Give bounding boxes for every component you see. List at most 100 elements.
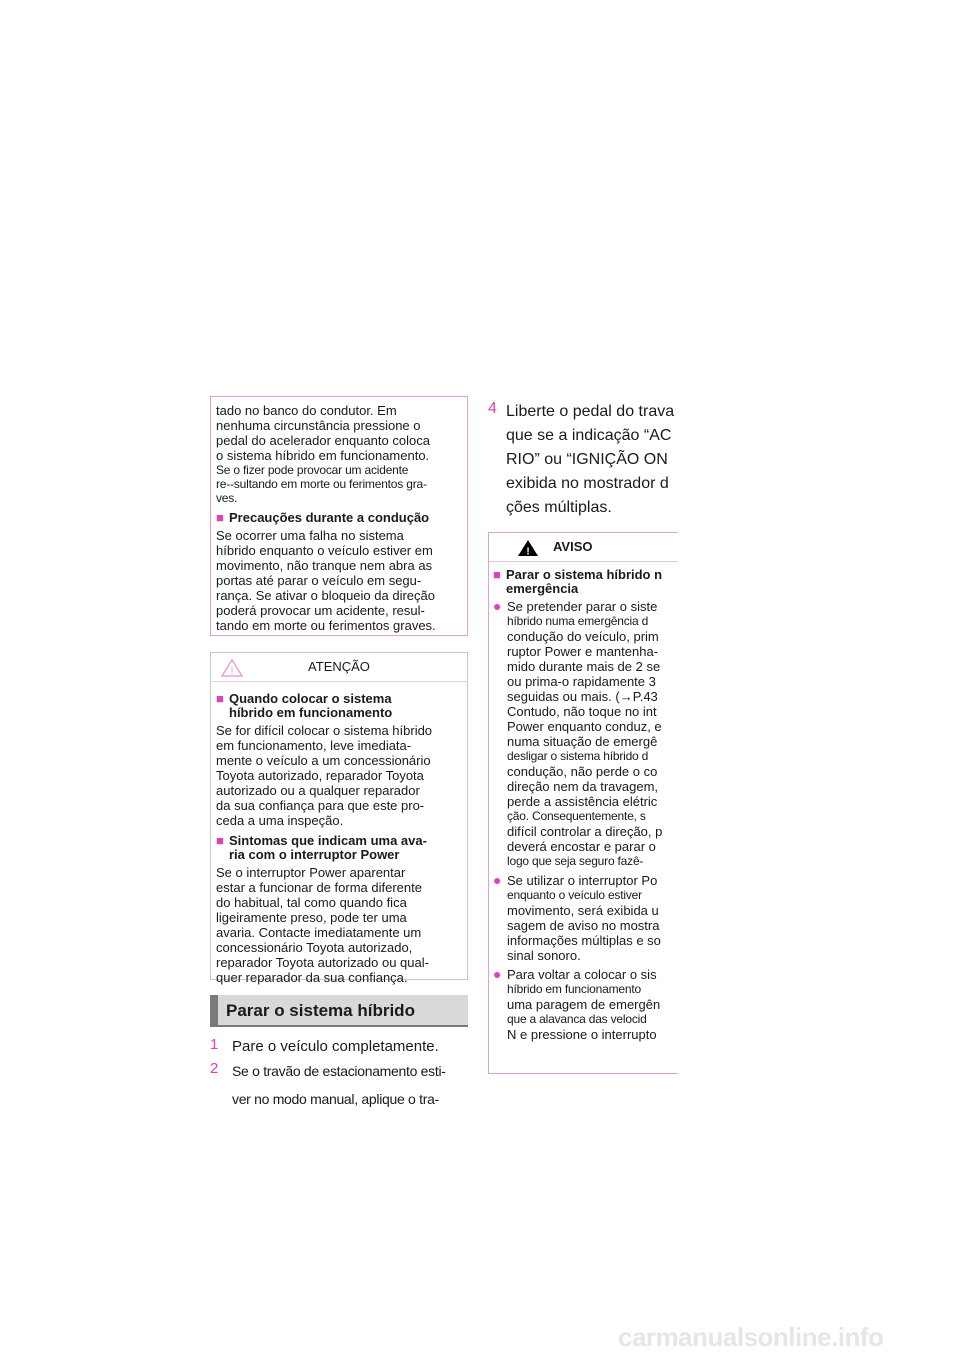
svg-text:!: ! (526, 547, 529, 558)
warning-line: desligar o sistema híbrido d (507, 749, 649, 763)
continued-line: re--sultando em morte ou ferimentos gra- (216, 477, 427, 491)
step-line: RIO” ou “IGNIÇÃO ON (506, 451, 668, 468)
caution-triangle-icon: ! (220, 658, 244, 687)
warning-line: sagem de aviso no mostra (507, 918, 660, 933)
square-bullet-icon: ■ (216, 691, 224, 706)
step-1: 1 Pare o veículo completamente. (210, 1036, 468, 1058)
continued-line: tado no banco do condutor. Em (216, 403, 397, 418)
warning-line: numa situação de emergê (507, 734, 658, 749)
driving-precautions-heading: ■ Precauções durante a condução (216, 510, 430, 525)
warning-line: ruptor Power e mantenha- (507, 644, 659, 659)
steps-list: 1 Pare o veículo completamente. 2 Se o trav… (210, 1036, 468, 1112)
step-line: que se a indicação “AC (506, 427, 672, 444)
step-line: exibida no mostrador d (506, 475, 669, 492)
step-4-text: Liberte o pedal do trava que se a indicaç… (506, 400, 674, 520)
step-line: Pare o veículo completamente. (232, 1038, 439, 1055)
warning-line: deverá encostar e parar o (507, 839, 656, 854)
warning-line: ou prima-o rapidamente 3 (507, 674, 656, 689)
precaution-line: movimento, não tranque nem abra as (216, 558, 433, 573)
attention-line: avaria. Contacte imediatamente um (216, 925, 422, 940)
warning-line: condução, não perde o co (507, 764, 658, 779)
warning-line: uma paragem de emergên (507, 997, 661, 1012)
attention-line: mente o veículo a um concessionário (216, 753, 431, 768)
warning-line: difícil controlar a direção, p (507, 824, 663, 839)
attention-line: em funcionamento, leve imediata- (216, 738, 412, 753)
attention-line: da sua confiança para que este pro- (216, 798, 425, 813)
heading-line: híbrido em funcionamento (229, 705, 393, 720)
warning-line: logo que seja seguro fazê- (507, 854, 644, 868)
circle-bullet-icon: ● (493, 966, 502, 982)
continued-line: pedal do acelerador enquanto coloca (216, 433, 430, 448)
warning-line: enquanto o veículo estiver (507, 888, 642, 902)
attention-section-heading: ■ Sintomas que indicam uma ava-ria com o … (216, 834, 462, 862)
warning-line: híbrido numa emergência d (507, 614, 649, 628)
warning-line: N e pressione o interrupto (507, 1027, 657, 1042)
heading-line: Parar o sistema híbrido n (506, 567, 663, 582)
step-line: Liberte o pedal do trava (506, 403, 675, 420)
warning-title: AVISO (553, 539, 593, 554)
warning-line: perde a assistência elétric (507, 794, 658, 809)
continued-line: o sistema híbrido em funcionamento. (216, 448, 430, 463)
continued-line: Se o fizer pode provocar um acidente (216, 463, 409, 477)
heading-line: Quando colocar o sistema (229, 691, 392, 706)
warning-line: Para voltar a colocar o sis (507, 967, 657, 982)
warning-line: Power enquanto conduz, e (507, 719, 662, 734)
step-number: 1 (210, 1036, 219, 1053)
warning-line: informações múltiplas e so (507, 933, 661, 948)
circle-bullet-icon: ● (493, 872, 502, 888)
step-4: 4 Liberte o pedal do trava que se a indic… (488, 400, 678, 520)
warning-triangle-icon: ! (517, 539, 539, 567)
attention-line: Se for difícil colocar o sistema híbrido (216, 723, 433, 738)
right-column: 4 Liberte o pedal do trava que se a indic… (488, 396, 678, 1074)
attention-line: estar a funcionar de forma diferente (216, 880, 422, 895)
step-line: ver no modo manual, aplique o tra- (232, 1091, 439, 1107)
heading-line: emergência (506, 581, 579, 596)
warning-line: mido durante mais de 2 se (507, 659, 661, 674)
precaution-line: poderá provocar um acidente, resul- (216, 603, 425, 618)
watermark: carmanualsonline.info (618, 1322, 884, 1352)
step-number: 2 (210, 1060, 219, 1077)
precaution-line: tando em morte ou ferimentos graves. (216, 618, 436, 633)
precaution-line: portas até parar o veículo em segu- (216, 573, 422, 588)
section-title: Parar o sistema híbrido (210, 995, 468, 1027)
heading-line: Sintomas que indicam uma ava- (229, 833, 427, 848)
warning-line: sinal sonoro. (507, 948, 581, 963)
warning-header: ! AVISO (489, 533, 678, 562)
attention-line: concessionário Toyota autorizado, (216, 940, 413, 955)
step-2: 2 Se o travão de estacionamento esti-ver … (210, 1060, 468, 1110)
attention-title: ATENÇÃO (308, 659, 370, 674)
warning-line: movimento, será exibida u (507, 903, 659, 918)
precaution-line: Se ocorrer uma falha no sistema (216, 528, 404, 543)
step-line: Se o travão de estacionamento esti- (232, 1063, 446, 1079)
circle-bullet-icon: ● (493, 598, 502, 614)
warning-line: Se utilizar o interruptor Po (507, 873, 658, 888)
heading-line: ria com o interruptor Power (229, 847, 400, 862)
step-number: 4 (488, 400, 497, 417)
precaution-line: híbrido enquanto o veículo estiver em (216, 543, 433, 558)
warning-line: que a alavanca das velocid (507, 1012, 647, 1026)
attention-line: ceda a uma inspeção. (216, 813, 344, 828)
square-bullet-icon: ■ (216, 833, 224, 848)
warning-line: ção. Consequentemente, s (507, 809, 646, 823)
attention-line: Toyota autorizado, reparador Toyota (216, 768, 424, 783)
square-bullet-icon: ■ (216, 510, 224, 525)
attention-line: quer reparador da sua confiança. (216, 970, 408, 985)
precaution-line: rança. Se ativar o bloqueio da direção (216, 588, 435, 603)
step-line: ções múltiplas. (506, 499, 612, 516)
continued-line: nenhuma circunstância pressione o (216, 418, 421, 433)
square-bullet-icon: ■ (493, 567, 501, 582)
warning-line: híbrido em funcionamento (507, 982, 641, 996)
